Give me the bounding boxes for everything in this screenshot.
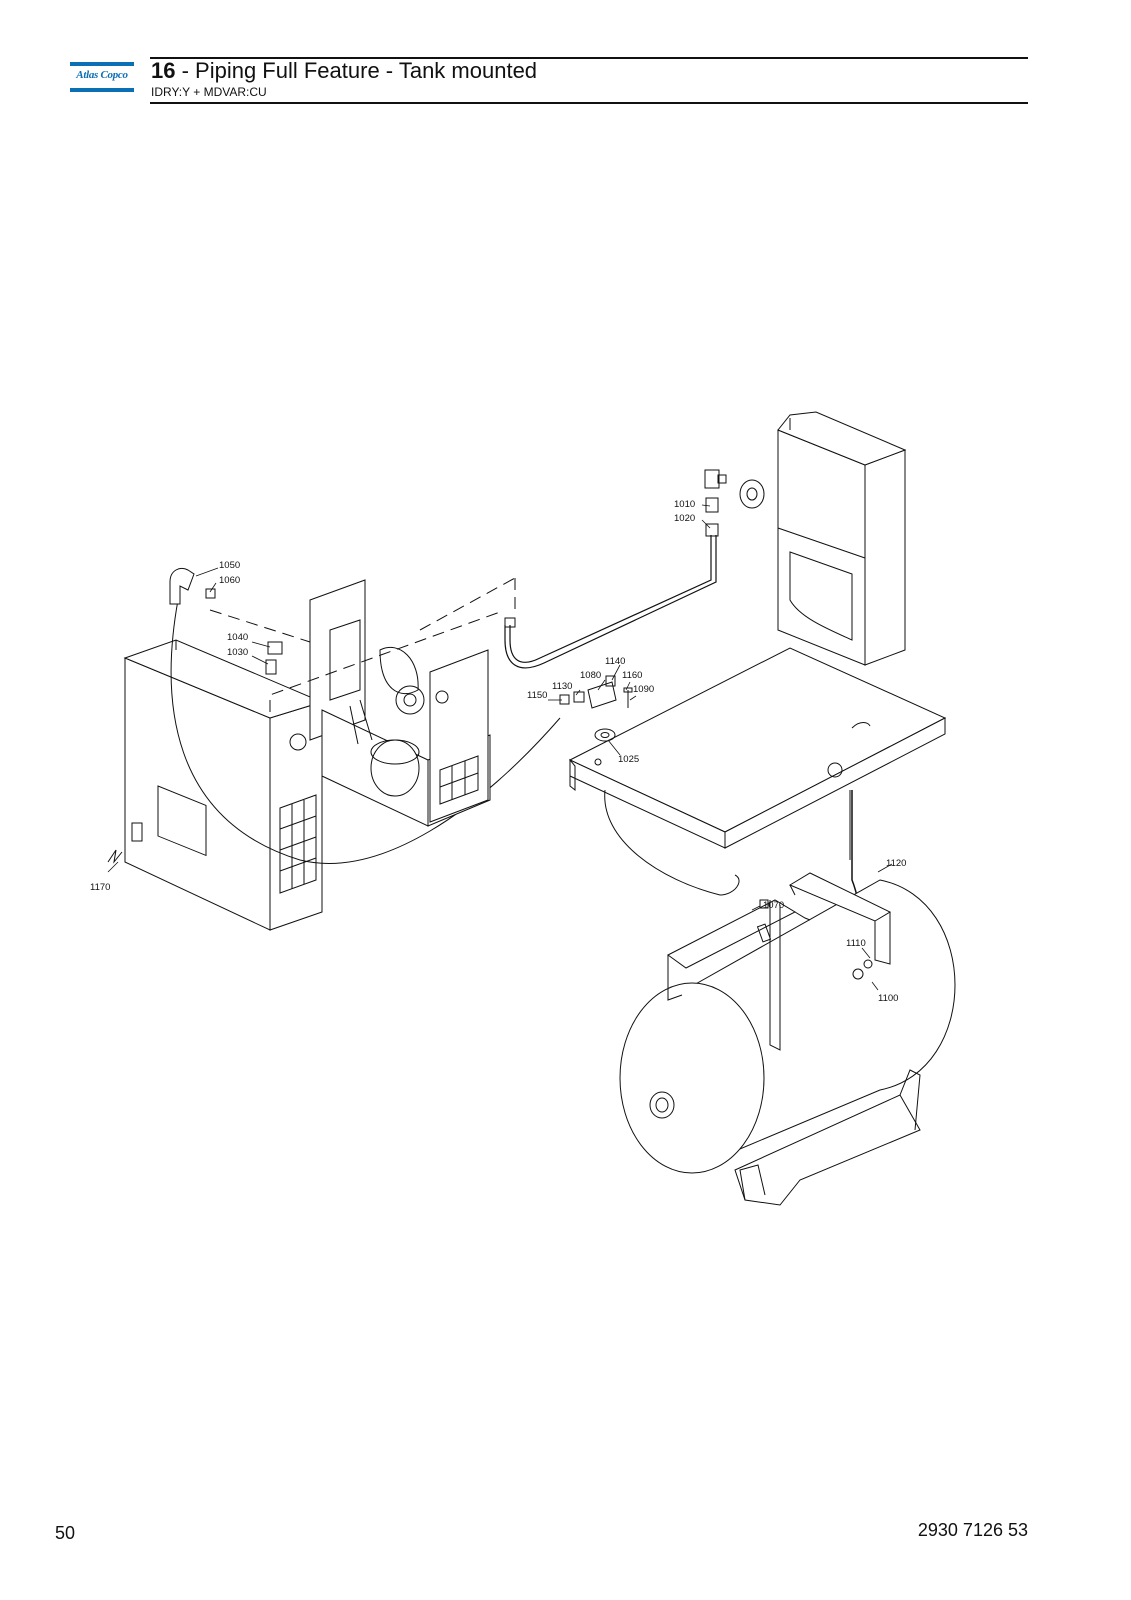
logo-bar-top <box>70 62 134 66</box>
atlas-copco-logo: Atlas Copco <box>70 62 134 92</box>
page-title: 16 - Piping Full Feature - Tank mounted <box>151 58 537 84</box>
header-rule-bottom <box>150 102 1028 104</box>
dryer-unit <box>309 579 491 827</box>
variant-code: IDRY:Y + MDVAR:CU <box>151 85 267 99</box>
callout-1020: 1020 <box>674 513 695 524</box>
pipe-assembly <box>504 469 765 669</box>
small-fittings <box>107 568 633 864</box>
callout-1090: 1090 <box>633 684 654 695</box>
callout-1025: 1025 <box>618 754 639 765</box>
receiver-tank <box>619 872 956 1206</box>
logo-bar-bottom <box>70 88 134 92</box>
enclosure-panel <box>123 599 561 931</box>
callout-1110: 1110 <box>846 938 866 949</box>
callout-labels: 1010 1020 1050 1060 1040 1030 1140 1080 … <box>90 499 906 1004</box>
callout-1080: 1080 <box>580 670 601 681</box>
document-number: 2930 7126 53 <box>917 1520 1028 1540</box>
callout-1010: 1010 <box>674 499 695 510</box>
callout-1140: 1140 <box>605 656 625 667</box>
callout-1100: 1100 <box>878 993 898 1004</box>
callout-1030: 1030 <box>227 647 248 658</box>
callout-1160: 1160 <box>622 670 642 681</box>
cabinet-panel <box>777 411 907 666</box>
section-title: - Piping Full Feature - Tank mounted <box>175 58 538 83</box>
support-plate <box>568 647 947 961</box>
page-number: 50 <box>55 1523 76 1543</box>
assembly-guide-lines <box>209 577 516 712</box>
callout-1170: 1170 <box>90 882 110 893</box>
callout-1050: 1050 <box>219 560 240 571</box>
header-rule-top <box>150 57 1028 59</box>
callout-1040: 1040 <box>227 632 248 643</box>
callout-1130: 1130 <box>552 681 572 692</box>
logo-wordmark: Atlas Copco <box>76 69 128 81</box>
section-number: 16 <box>151 58 176 83</box>
callout-1120: 1120 <box>886 858 906 869</box>
callout-1060: 1060 <box>219 575 240 586</box>
callout-1070: 1070 <box>763 900 784 911</box>
callout-1150: 1150 <box>527 690 547 701</box>
leader-lines <box>107 504 893 991</box>
